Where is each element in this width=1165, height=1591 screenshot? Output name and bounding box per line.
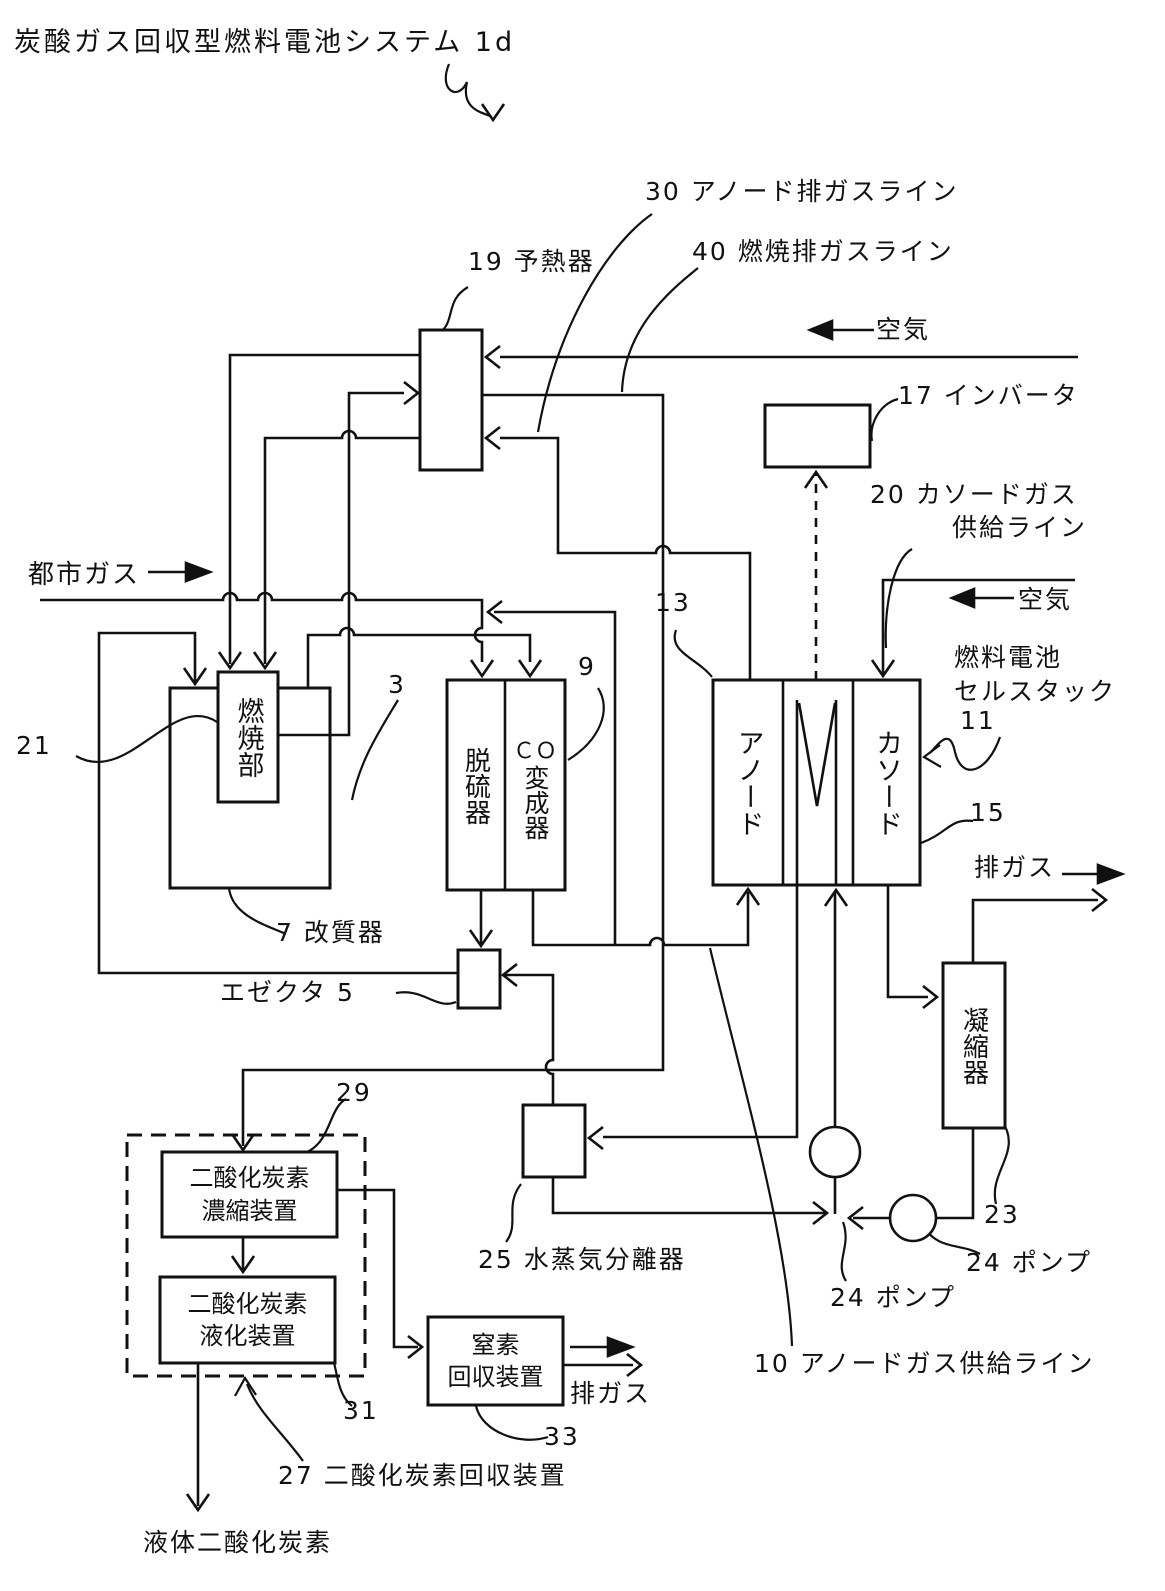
label-reformer: 7 改質器 xyxy=(276,918,385,947)
label-inverter: 17 インバータ xyxy=(898,381,1079,410)
label-air-top: 空気 xyxy=(876,315,931,344)
desulfurizer-caption: 脱硫器 xyxy=(447,688,505,884)
separator-recycle-pipe xyxy=(505,973,555,1105)
label-num33: 33 xyxy=(544,1422,580,1451)
co2-concentrator-caption: 二酸化炭素 濃縮装置 xyxy=(162,1152,337,1237)
exhaust-to-co2-pipe xyxy=(241,393,665,1146)
page-title: 炭酸ガス回収型燃料電池システム 1d xyxy=(14,27,516,58)
label-num15: 15 xyxy=(970,798,1006,827)
label-stack-name-2: セルスタック xyxy=(954,677,1117,706)
label-exhaust-top: 排ガス xyxy=(974,853,1056,882)
separator-box xyxy=(521,1103,587,1179)
anode-caption-text: アノード xyxy=(732,728,764,837)
pumps xyxy=(808,1125,938,1243)
cathode-caption-text: カソード xyxy=(871,728,902,837)
co-converter-caption-text: 変成器 xyxy=(521,764,550,840)
anode-offgas-pipe xyxy=(500,436,752,680)
fuel-cell-stack-box xyxy=(711,678,922,887)
label-combustion-offgas-line: 40 燃焼排ガスライン xyxy=(692,237,954,266)
co2-liquefier-line2: 液化装置 xyxy=(199,1322,296,1350)
reformer-box xyxy=(168,686,332,890)
cathode-caption: カソード xyxy=(853,680,920,885)
label-num3: 3 xyxy=(388,670,406,699)
pump-right-symbol xyxy=(888,1193,938,1243)
pumpB-right-pipe xyxy=(937,1128,975,1220)
desulfurizer-caption-text: 脱硫器 xyxy=(460,747,491,825)
label-cathode-supply-2: 供給ライン xyxy=(952,513,1088,542)
label-num11: 11 xyxy=(960,706,996,735)
co2-liquefier-box xyxy=(158,1275,337,1365)
n2-recovery-box xyxy=(426,1315,565,1407)
label-num21: 21 xyxy=(16,731,52,760)
n2-recovery-line1: 窒素 xyxy=(471,1330,520,1359)
ejector-to-reformer-pipe xyxy=(97,631,458,975)
equipment-boxes xyxy=(125,328,1007,1407)
label-num9: 9 xyxy=(578,652,596,681)
condenser-caption-text: 凝縮器 xyxy=(958,1006,989,1085)
co2-concentrator-line1: 二酸化炭素 xyxy=(189,1164,310,1193)
condenser-caption: 凝縮器 xyxy=(943,963,1005,1128)
label-anode-supply-line: 10 アノードガス供給ライン xyxy=(754,1349,1095,1378)
air-to-burner-pipe xyxy=(228,353,420,664)
pump-left-symbol xyxy=(808,1125,862,1179)
reformer-out-pipe xyxy=(306,626,532,688)
cathode-supply-pipe xyxy=(881,578,1075,674)
label-num23: 23 xyxy=(984,1200,1020,1229)
leader-lines xyxy=(75,63,1010,1462)
label-co2-recovery: 27 二酸化炭素回収装置 xyxy=(278,1461,567,1490)
label-stack-name-1: 燃料電池 xyxy=(954,643,1063,672)
anode-caption: アノード xyxy=(715,680,781,885)
label-steam-separator: 25 水蒸気分離器 xyxy=(478,1245,686,1274)
co-to-anode-pipe xyxy=(531,890,750,947)
burner-caption: 燃焼部 xyxy=(218,672,278,802)
condenser-exhaust-pipe xyxy=(971,898,1098,963)
preheater-box xyxy=(418,328,484,472)
inverter-box xyxy=(763,403,872,469)
label-cathode-supply-1: 20 カソードガス xyxy=(870,480,1078,509)
burner-exhaust-pipe xyxy=(278,391,404,737)
co2-liquefier-caption: 二酸化炭素 液化装置 xyxy=(160,1277,335,1363)
cathode-to-condenser-pipe xyxy=(886,885,928,999)
offgas-to-burner-pipe xyxy=(263,429,420,664)
water-line-pipe xyxy=(551,1177,825,1215)
co2-liquefier-line1: 二酸化炭素 xyxy=(187,1289,308,1318)
condenser-box xyxy=(941,961,1007,1130)
burner-caption-text: 燃焼部 xyxy=(232,696,264,778)
open-arrowheads xyxy=(182,103,1109,1513)
co-converter-caption: ＣＯ 変成器 xyxy=(505,688,565,884)
label-ejector: エゼクタ 5 xyxy=(220,978,355,1007)
label-anode-offgas-line: 30 アノード排ガスライン xyxy=(645,177,959,206)
label-pump-right: 24 ポンプ xyxy=(966,1248,1093,1277)
label-pump-left: 24 ポンプ xyxy=(830,1283,957,1312)
n2-recovery-caption: 窒素 回収装置 xyxy=(428,1317,563,1405)
stack-to-separator-pipe xyxy=(603,885,799,1139)
label-air-right: 空気 xyxy=(1018,585,1073,614)
label-num29: 29 xyxy=(336,1078,372,1107)
city-gas-pipe xyxy=(40,591,484,662)
co2-concentrator-line2: 濃縮装置 xyxy=(201,1196,298,1225)
n2-recovery-line2: 回収装置 xyxy=(447,1363,544,1391)
label-city-gas: 都市ガス xyxy=(28,560,141,590)
co2-concentrator-box xyxy=(160,1150,339,1239)
box-internals xyxy=(503,680,855,890)
label-exhaust-bottom: 排ガス xyxy=(570,1379,652,1408)
ejector-box xyxy=(456,948,502,1010)
label-preheater: 19 予熱器 xyxy=(468,247,595,276)
filled-arrows xyxy=(148,319,1126,1358)
recycle-to-desulf-pipe xyxy=(494,610,617,945)
conc-to-n2-pipe xyxy=(337,1188,418,1349)
co-converter-caption-co: ＣＯ xyxy=(512,738,557,764)
label-liquid-co2: 液体二酸化炭素 xyxy=(143,1528,333,1557)
label-num13: 13 xyxy=(655,588,691,617)
burner-box xyxy=(216,670,280,804)
label-num31: 31 xyxy=(343,1396,379,1425)
